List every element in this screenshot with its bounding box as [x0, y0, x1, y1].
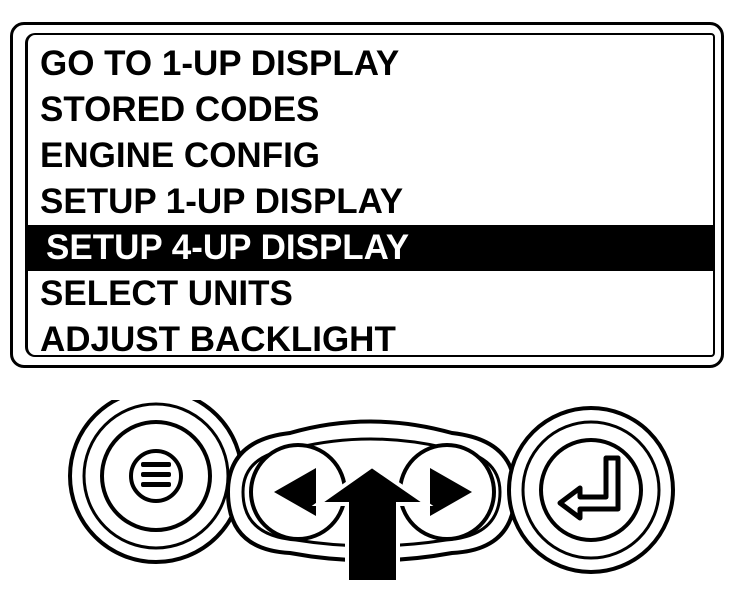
- menu-icon: [129, 449, 183, 503]
- right-button[interactable]: [398, 443, 496, 541]
- control-panel: [0, 400, 742, 592]
- menu-list: GO TO 1-UP DISPLAY STORED CODES ENGINE C…: [28, 41, 713, 357]
- menu-item-setup-4-up-display[interactable]: SETUP 4-UP DISPLAY: [28, 225, 713, 271]
- display-screen: GO TO 1-UP DISPLAY STORED CODES ENGINE C…: [10, 22, 724, 368]
- display-panel: GO TO 1-UP DISPLAY STORED CODES ENGINE C…: [25, 33, 715, 357]
- enter-icon: [557, 455, 621, 521]
- menu-button[interactable]: [68, 400, 244, 564]
- menu-item-setup-1-up-display[interactable]: SETUP 1-UP DISPLAY: [40, 182, 404, 221]
- enter-button[interactable]: [507, 406, 675, 574]
- menu-item-engine-config[interactable]: ENGINE CONFIG: [40, 136, 321, 175]
- left-arrow-icon: [274, 468, 316, 516]
- menu-item-select-units[interactable]: SELECT UNITS: [40, 274, 293, 313]
- menu-item-adjust-backlight[interactable]: ADJUST BACKLIGHT: [40, 320, 396, 357]
- right-arrow-icon: [430, 468, 472, 516]
- menu-item-stored-codes[interactable]: STORED CODES: [40, 90, 320, 129]
- left-button[interactable]: [249, 443, 347, 541]
- up-arrow-pointer: [311, 463, 434, 584]
- menu-item-go-to-1-up-display[interactable]: GO TO 1-UP DISPLAY: [40, 44, 400, 83]
